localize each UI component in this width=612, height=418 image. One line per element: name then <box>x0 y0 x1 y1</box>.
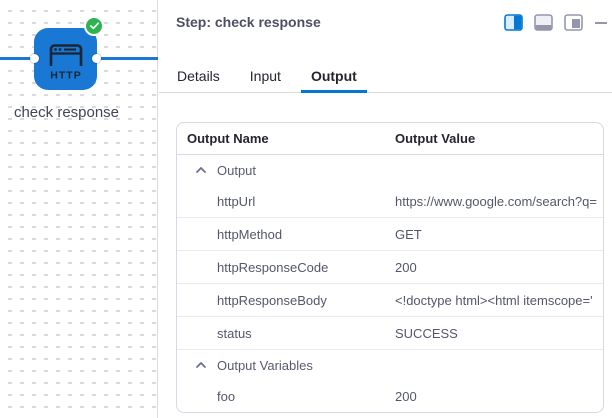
tab-output[interactable]: Output <box>300 59 367 93</box>
chevron-up-icon[interactable] <box>177 361 207 369</box>
output-name: foo <box>217 388 236 404</box>
output-value: 200 <box>395 259 417 275</box>
table-row: status SUCCESS <box>177 317 603 350</box>
group-label: Output <box>217 162 257 178</box>
step-tabs: Details Input Output <box>159 59 612 93</box>
group-row-output-variables[interactable]: Output Variables <box>177 350 603 380</box>
column-header-output-value: Output Value <box>395 131 476 146</box>
output-value: <!doctype html><html itemscope=' <box>395 292 593 308</box>
output-table: Output Name Output Value Output httpUrl … <box>176 122 604 413</box>
output-value: https://www.google.com/search?q= <box>395 193 597 209</box>
panel-header: Step: check response <box>159 0 612 38</box>
success-badge-icon <box>84 16 104 36</box>
table-row: httpMethod GET <box>177 218 603 251</box>
column-header-output-name: Output Name <box>187 131 269 146</box>
tab-details[interactable]: Details <box>177 67 220 84</box>
panel-float-layout-icon[interactable] <box>564 13 583 32</box>
http-icon: HTTP <box>49 44 82 82</box>
table-row: httpResponseBody <!doctype html><html it… <box>177 284 603 317</box>
table-row: foo 200 <box>177 380 603 412</box>
panel-toolbar <box>504 13 608 32</box>
output-table-header: Output Name Output Value <box>177 123 603 155</box>
output-value: GET <box>395 226 422 242</box>
panel-title: Step: check response <box>176 14 321 30</box>
group-row-output[interactable]: Output <box>177 155 603 185</box>
svg-text:HTTP: HTTP <box>50 70 81 82</box>
output-name: httpResponseBody <box>217 292 327 308</box>
group-label: Output Variables <box>217 357 313 373</box>
input-port[interactable] <box>30 54 39 63</box>
http-step-node[interactable]: HTTP <box>30 16 104 90</box>
panel-right-layout-icon[interactable] <box>504 13 523 32</box>
step-details-panel: Step: check response <box>159 0 612 418</box>
output-name: httpResponseCode <box>217 259 329 275</box>
table-row: httpUrl https://www.google.com/search?q= <box>177 185 603 218</box>
workflow-canvas[interactable]: HTTP check response <box>0 0 158 418</box>
node-label: check response <box>13 104 120 121</box>
output-name: httpMethod <box>217 226 283 242</box>
tab-input[interactable]: Input <box>249 67 281 84</box>
table-row: httpResponseCode 200 <box>177 251 603 284</box>
chevron-up-icon[interactable] <box>177 166 207 174</box>
output-value: 200 <box>395 388 417 404</box>
output-port[interactable] <box>92 54 101 63</box>
minimize-icon[interactable] <box>594 13 608 32</box>
output-name: status <box>217 325 252 341</box>
output-name: httpUrl <box>217 193 256 209</box>
panel-bottom-layout-icon[interactable] <box>534 13 553 32</box>
output-value: SUCCESS <box>395 325 458 341</box>
